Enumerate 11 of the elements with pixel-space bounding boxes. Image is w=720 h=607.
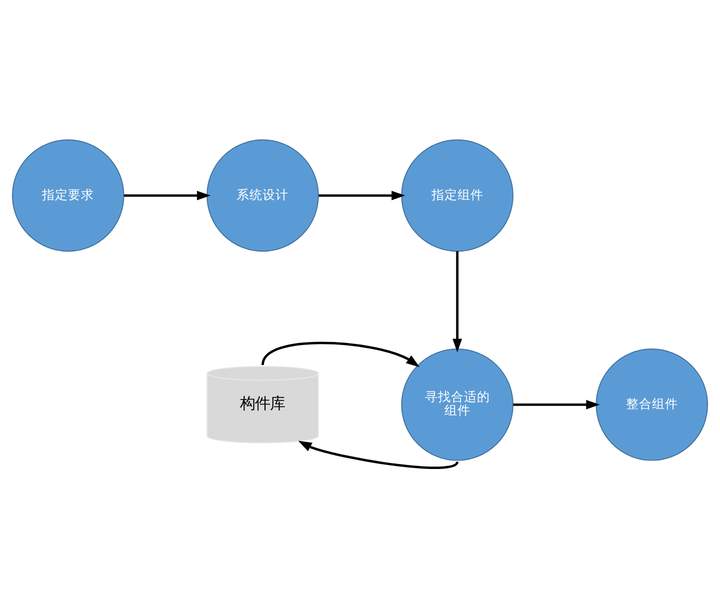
arrow [262,341,420,367]
arrow [124,190,211,200]
node-circle: 系统设计 [206,138,319,252]
arrow [513,399,600,409]
node-circle: 指定要求 [12,138,124,252]
node-circle: 整合组件 [596,348,708,460]
arrow [318,190,406,200]
arrow [298,440,458,468]
arrow [452,250,462,352]
node-circle: 指定组件 [401,138,514,252]
node-circle: 寻找合适的组件 [401,348,514,460]
